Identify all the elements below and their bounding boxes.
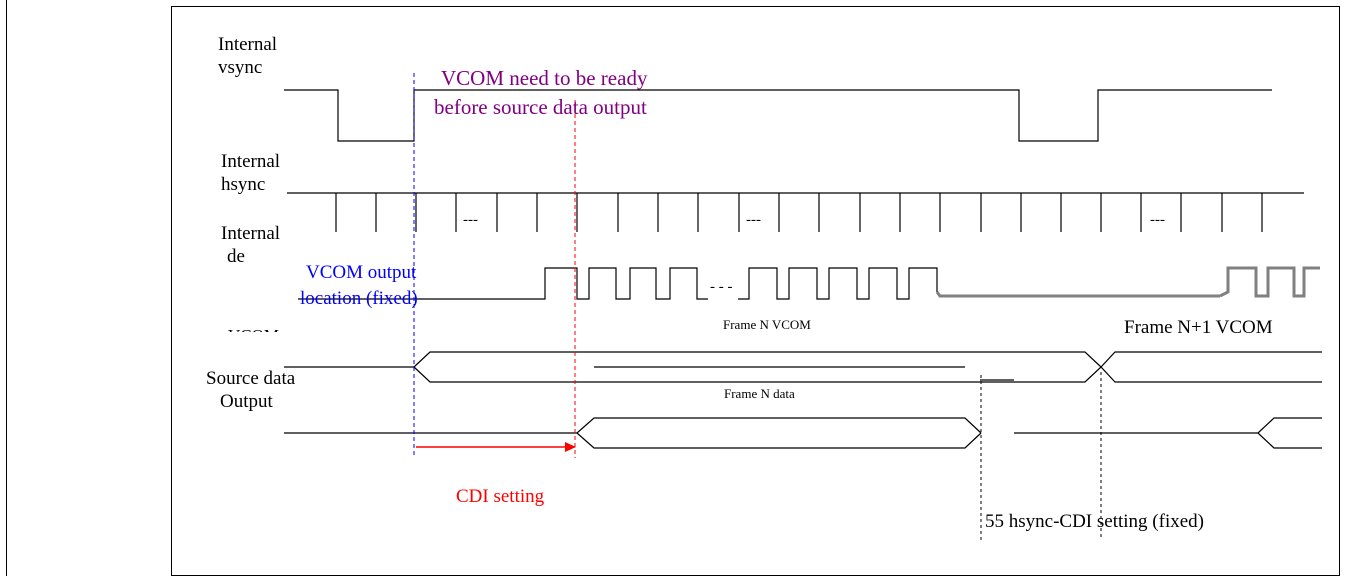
de-waveform-frame-n xyxy=(298,267,708,300)
hsync-ellipsis-1: --- xyxy=(463,212,478,228)
de-waveform-frame-n-cont xyxy=(738,267,938,300)
hsync-pulses xyxy=(335,193,1263,232)
source-label-line2: Output xyxy=(220,391,274,412)
source-label-line1: Source data xyxy=(206,368,296,389)
cdi-setting-label: CDI setting xyxy=(456,486,545,507)
cdi-setting-arrowhead xyxy=(565,442,576,452)
hsync-ellipsis-3: --- xyxy=(1150,212,1165,228)
vcom-label-cut: VCOM xyxy=(228,326,279,345)
source-bus-top xyxy=(284,351,1322,368)
vsync-waveform xyxy=(284,89,1272,142)
de-waveform-frame-n1 xyxy=(1219,266,1320,298)
de-label-line1: Internal xyxy=(221,223,280,244)
vcom-ready-note-line1: VCOM need to be ready xyxy=(441,66,648,90)
de-ellipsis: - - - xyxy=(710,279,733,295)
vsync-label-line1: Internal xyxy=(218,34,277,55)
hsync-cdi-fixed-label: 55 hsync-CDI setting (fixed) xyxy=(985,511,1204,532)
vcom-output-location-line2: location (fixed) xyxy=(300,288,418,309)
frame-n-data-label: Frame N data xyxy=(724,386,795,401)
output-line-right xyxy=(1014,417,1322,434)
output-line-left xyxy=(284,417,982,434)
frame-n1-vcom-label: Frame N+1 VCOM xyxy=(1124,317,1273,338)
vcom-output-location-line1: VCOM output xyxy=(306,262,417,283)
vsync-label-line2: vsync xyxy=(218,57,262,78)
source-bus-bottom xyxy=(413,366,1322,383)
vcom-ready-note-line2: before source data output xyxy=(434,95,647,119)
hsync-label-line1: Internal xyxy=(221,151,280,172)
hsync-ellipsis-2: --- xyxy=(746,212,761,228)
frame-n-vcom-label: Frame N VCOM xyxy=(723,317,811,332)
de-label-line2: de xyxy=(227,246,245,267)
hsync-label-line2: hsync xyxy=(221,174,265,195)
output-line-left-bottom xyxy=(576,432,982,449)
de-waveform-idle xyxy=(935,291,1220,298)
output-line-right-bottom xyxy=(1257,432,1322,449)
